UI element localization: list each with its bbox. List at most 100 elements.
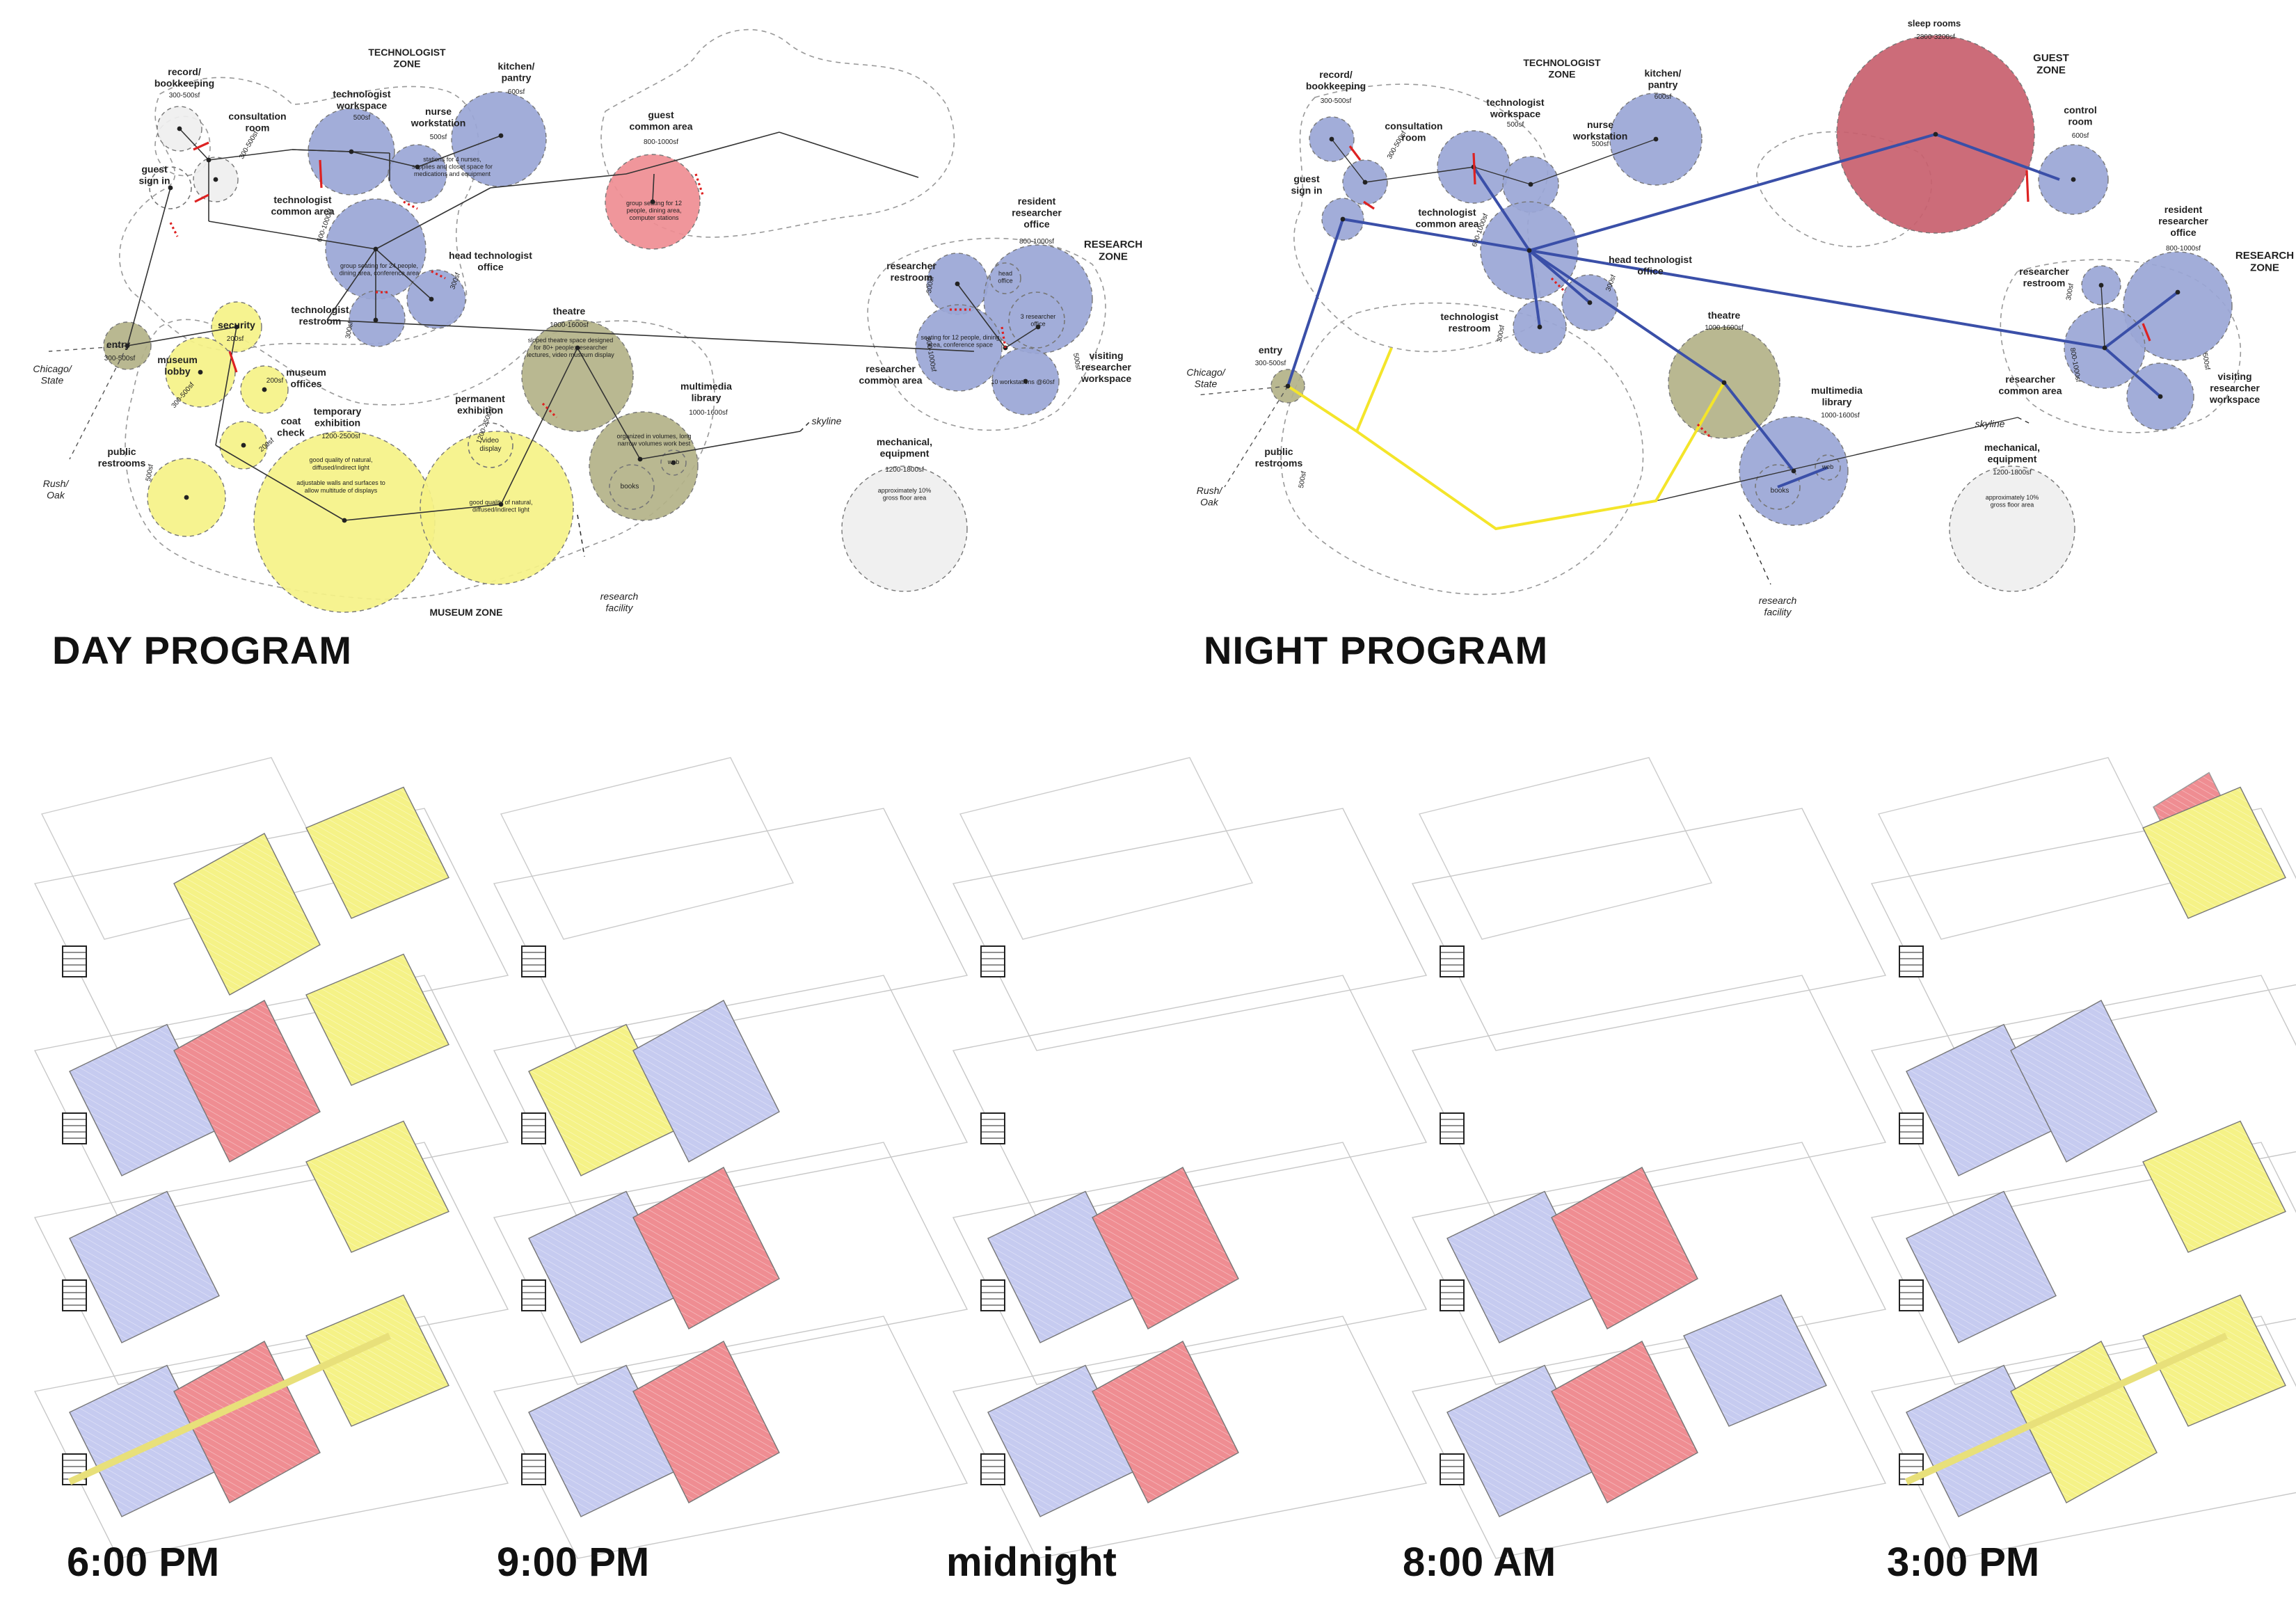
axo-zone-center-top [173, 833, 321, 996]
node-dot [955, 281, 960, 287]
public-restrooms-label-line-1: public [107, 446, 136, 457]
connector-line [500, 347, 578, 505]
head-office-label-line-2: office [998, 278, 1012, 285]
axo-zone-center-low [632, 1167, 780, 1329]
night-technologist-zone-label-line-2: ZONE [1549, 69, 1576, 80]
node-dot [213, 177, 218, 182]
night-visiting-label-line-2: researcher [2210, 383, 2260, 394]
axo-zone-east-mid [305, 953, 449, 1086]
tech-to-head-route [1528, 249, 1591, 304]
node-dot [2102, 345, 2107, 351]
axo-zone-east-bot [305, 1294, 449, 1427]
axo-ground-walkway [67, 1332, 392, 1485]
axo-stair-core [1440, 1453, 1465, 1485]
nurse-workstation-circle [388, 144, 447, 204]
public-restrooms-area-label: 500sf [145, 463, 155, 481]
threshold-mark [319, 159, 323, 189]
node-dot [1537, 324, 1542, 330]
connector-line [1473, 166, 1531, 185]
connector-line [957, 283, 1006, 349]
night-nurse-label-line-2: workstation [1572, 131, 1628, 142]
node-dot [234, 324, 239, 330]
resident-office-label-line-1: resident [1018, 195, 1056, 207]
workstations-label: 10 workstations @60sf [991, 378, 1055, 385]
node-dot [373, 317, 378, 323]
axo-stair-core [62, 1279, 87, 1311]
museum-offices-area-label: 200sf [266, 377, 284, 385]
night-research-zone-label-line-2: ZONE [2250, 262, 2279, 274]
technologist-zone-label-line-1: TECHNOLOGIST [368, 47, 446, 58]
night-tech-restroom-label-line-1: technologist [1440, 311, 1499, 322]
connector-line [344, 504, 502, 521]
three-office-label-line-1: 3 researcher [1021, 313, 1056, 320]
connector-line [577, 347, 641, 460]
axo-zone-center-bot [1092, 1341, 1239, 1503]
node-dot [2158, 394, 2163, 399]
coat-check-label-line-2: check [277, 427, 305, 438]
chicago-label-line-1: Chicago/ [33, 363, 72, 374]
axo-stair-core [1440, 1279, 1465, 1311]
threshold-dotted [694, 173, 704, 195]
night-theatre-label: theatre [1708, 310, 1741, 321]
guest-common-label-line-2: common area [629, 121, 692, 132]
nurse-note-line-3: medications and equipment [414, 170, 491, 177]
threshold-mark [1363, 200, 1375, 210]
axo-zone-center-mid [2010, 1000, 2158, 1163]
night-library-label-line-2: library [1822, 397, 1852, 408]
node-dot [184, 495, 189, 500]
control-room-area-label: 600sf [2072, 132, 2089, 140]
sleep-rooms-area-label: 2800-3200sf [1916, 33, 1955, 41]
node-dot [1035, 324, 1041, 330]
night-res-restroom-label-line-1: researcher [2019, 266, 2069, 277]
research-common-label-line-2: common area [859, 375, 922, 386]
tech-workspace-area-label: 500sf [353, 114, 371, 122]
permanent-exhibition-circle [420, 431, 574, 585]
tech-to-entry-route [1286, 217, 1530, 387]
night-nurse-label-line-1: nurse [1587, 119, 1613, 130]
node-dot [575, 345, 580, 351]
threshold-dotted [1550, 277, 1567, 294]
library-label-line-1: multimedia [680, 381, 732, 392]
museum-zone-label: MUSEUM ZONE [430, 607, 503, 618]
security-area-label: 200sf [227, 335, 244, 343]
node-dot [1285, 383, 1291, 389]
node-dot [1023, 378, 1028, 384]
night-public-restrooms-area-label: 500sf [1298, 470, 1308, 488]
technologist-zone-label-line-2: ZONE [394, 58, 421, 70]
night-visiting-area-label: 500sf [2201, 353, 2211, 371]
mechanical-label-line-1: mechanical, [877, 436, 932, 447]
connector-line [779, 131, 919, 178]
axo-stair-core [521, 1279, 546, 1311]
connector-line [292, 149, 352, 152]
night-mechanical-label-line-2: equipment [1988, 454, 2037, 465]
axo-floor-outline-low [1411, 1142, 1887, 1385]
night-public-restrooms-label-line-2: restrooms [1255, 458, 1303, 469]
kitchen-label-line-1: kitchen/ [498, 61, 535, 72]
tech-restroom-label-line-2: restroom [299, 316, 342, 327]
night-guest-sign-label-line-1: guest [1293, 173, 1320, 184]
museum-night-branch [1355, 347, 1393, 432]
axo-stair-core [980, 945, 1005, 977]
node-dot [1528, 182, 1533, 187]
node-dot [650, 199, 655, 205]
axo-zone-center-low [1092, 1167, 1239, 1329]
nurse-note-line-2: supplies and closet space for [412, 163, 493, 170]
threshold-mark [2025, 170, 2030, 202]
tech-to-research-route [1529, 249, 2105, 349]
temp-exhibition-area-label: 1200-2500sf [321, 433, 360, 440]
connector-line [326, 248, 376, 321]
node-dot [206, 157, 212, 163]
axo-zone-west-low [1906, 1190, 2057, 1343]
guest-common-label-line-1: guest [648, 109, 674, 120]
night-head-tech-label-line-2: office [1637, 266, 1664, 277]
night-mechanical-label-line-1: mechanical, [1984, 442, 2040, 453]
connector-line [1364, 166, 1474, 183]
axo-floor-outline-bot [493, 1316, 968, 1559]
sleep-rooms-label: sleep rooms [1908, 18, 1961, 29]
connector-line [1655, 417, 2018, 502]
time-label-8am: 8:00 AM [1403, 1540, 1556, 1585]
video-label-line-1: video [482, 437, 499, 445]
guest-sign-in-label-line-2: sign in [138, 175, 170, 186]
perm-exhibition-label-line-1: permanent [455, 393, 505, 404]
night-tech-workspace-label-line-1: technologist [1486, 97, 1545, 108]
